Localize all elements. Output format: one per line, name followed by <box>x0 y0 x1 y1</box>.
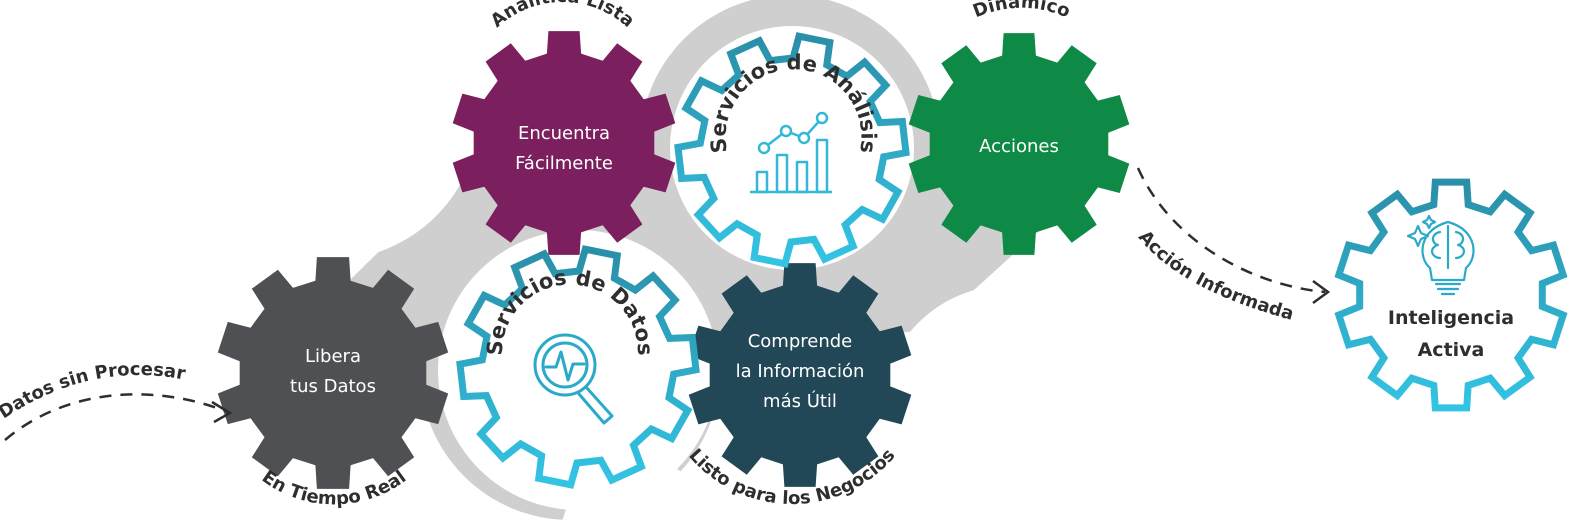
label-datos-sin-procesar: Datos sin Procesar <box>0 359 187 423</box>
caption-analitica-lista: Analítica Lista <box>487 0 639 32</box>
gear-acciones <box>908 33 1130 255</box>
brain-lightbulb-icon <box>1406 214 1475 296</box>
gear-libera-text: Libera tus Datos <box>290 342 376 402</box>
gear-libera <box>217 257 449 489</box>
gear-comprende-line-1: Comprende <box>747 331 853 352</box>
gear-encuentra-line-1: Encuentra <box>517 123 611 144</box>
gear-comprende-line-3: más Útil <box>763 391 837 412</box>
gear-comprende-text: Comprende la Información más Útil <box>736 327 865 417</box>
input-arrow <box>4 393 233 441</box>
gear-servicios-analisis <box>674 32 910 268</box>
gear-inteligencia-line-2: Activa <box>1417 339 1485 361</box>
magnifier-pulse-icon <box>533 333 614 425</box>
gear-comprende <box>688 263 912 487</box>
caption-dinamico: Dinámico <box>970 0 1073 22</box>
label-accion-informada: Acción Informada <box>1134 227 1296 325</box>
gear-acciones-text: Acciones <box>979 132 1059 162</box>
gear-acciones-line-1: Acciones <box>979 136 1059 157</box>
gear-inteligencia-text: Inteligencia Activa <box>1388 302 1514 366</box>
output-arrow <box>1136 167 1331 305</box>
gear-servicios-datos <box>456 245 700 489</box>
gear-libera-line-2: tus Datos <box>290 376 376 397</box>
bar-line-chart-icon <box>750 111 832 194</box>
gear-encuentra-line-2: Fácilmente <box>515 153 613 174</box>
gear-encuentra <box>452 31 676 255</box>
gear-libera-line-1: Libera <box>305 346 361 367</box>
gear-comprende-line-2: la Información <box>735 361 865 382</box>
gear-inteligencia-line-1: Inteligencia <box>1387 307 1515 329</box>
gear-encuentra-text: Encuentra Fácilmente <box>515 119 613 179</box>
